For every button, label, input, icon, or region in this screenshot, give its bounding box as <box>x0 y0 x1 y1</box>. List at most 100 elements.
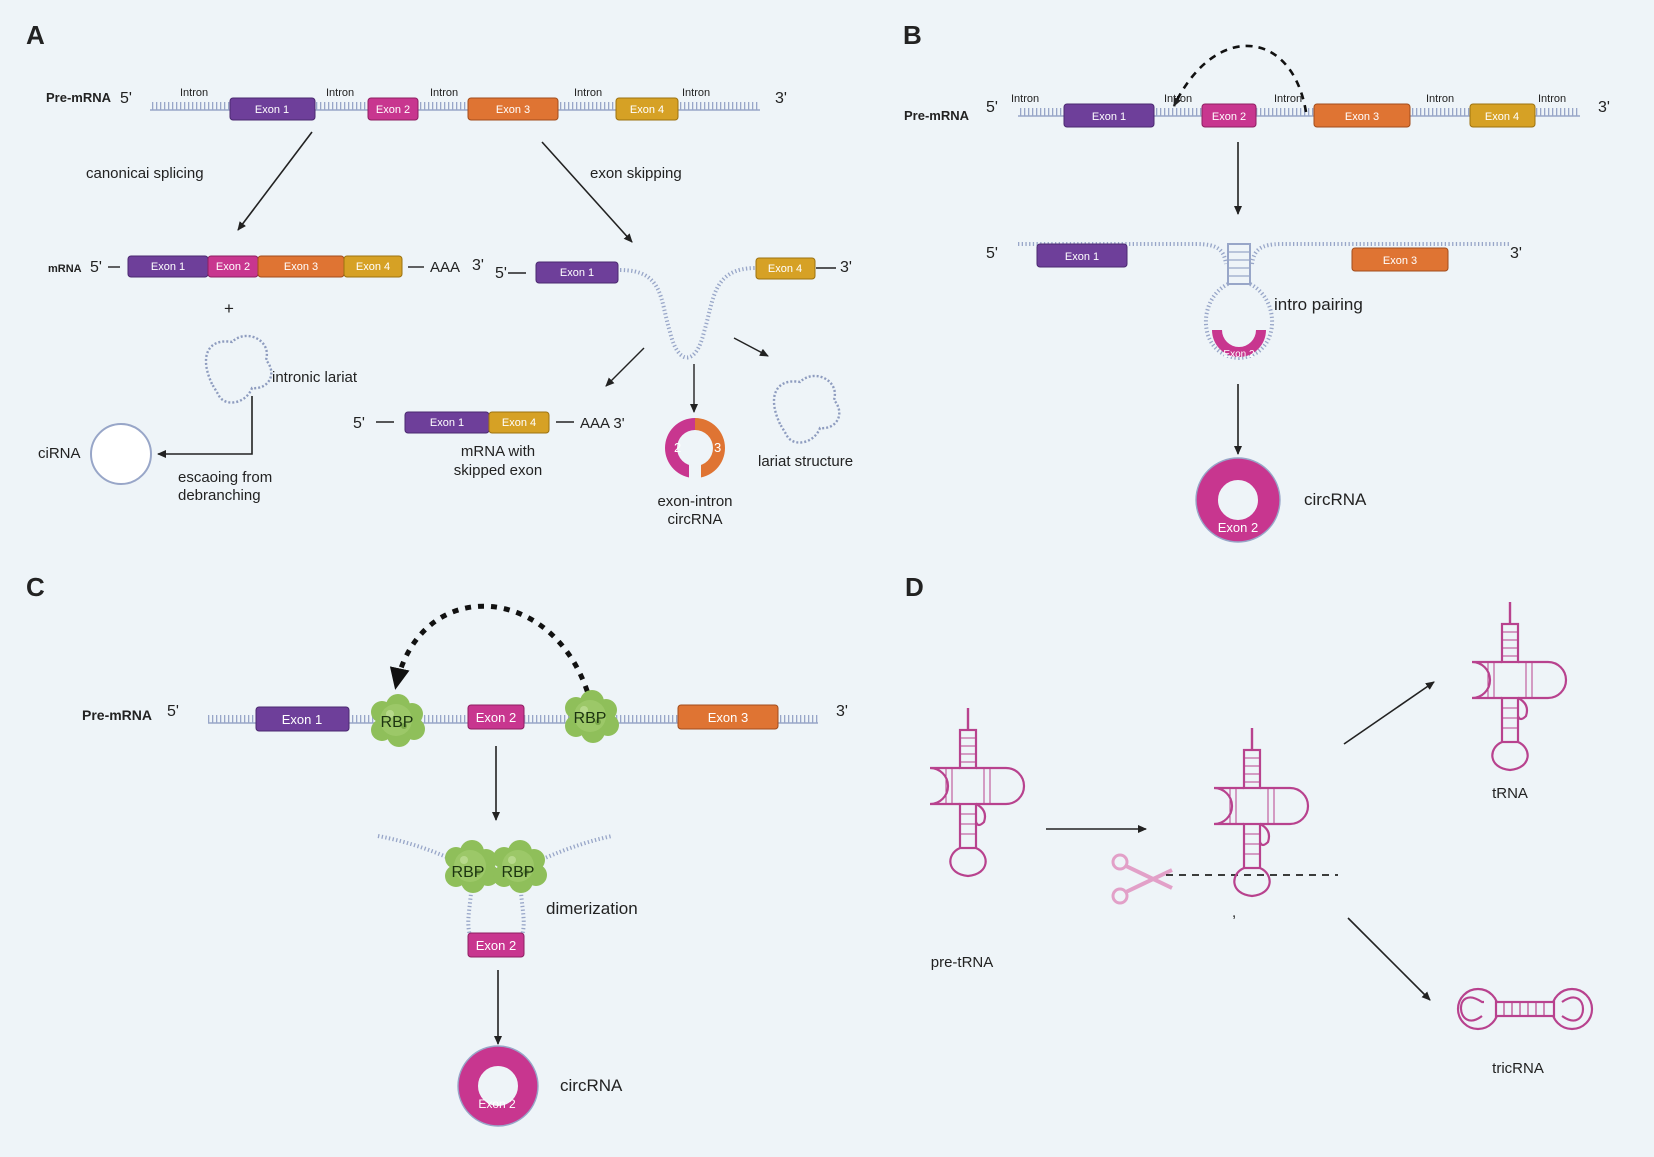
a-skipped-polya: AAA 3' <box>580 415 625 432</box>
panel-d-letter: D <box>905 572 924 602</box>
panel-b: B Pre-mRNA 5' 3' Intron Intron Intron In… <box>903 20 1610 543</box>
c-dashed-arrow <box>389 603 594 705</box>
a-intron-label-3: Intron <box>430 87 458 99</box>
a-canonical-label: canonicai splicing <box>86 165 204 182</box>
a-arrow-canonical <box>237 131 313 231</box>
a-skip-three: 3' <box>840 259 852 276</box>
a-skipped-five: 5' <box>353 415 365 432</box>
a-mrna-exon3: Exon 3 <box>284 261 318 273</box>
c-circrna-exon2: Exon 2 <box>478 1097 516 1111</box>
c-circrna-label: circRNA <box>560 1076 623 1095</box>
a-intron-label-5: Intron <box>682 87 710 99</box>
c-dimerization-label: dimerization <box>546 899 638 918</box>
c-rbp-dimer-right-label: RBP <box>502 864 535 881</box>
b-pre-mrna-label: Pre-mRNA <box>904 108 970 123</box>
a-arrow-to-cirna <box>157 396 253 458</box>
a-eicirc-num-3: 3 <box>714 440 721 455</box>
a-three-prime: 3' <box>775 90 787 107</box>
a-mrna-exon1: Exon 1 <box>151 261 185 273</box>
a-skip-intron-loop <box>619 266 757 360</box>
a-mrna-exon4: Exon 4 <box>356 261 390 273</box>
b-circrna-exon2: Exon 2 <box>1218 520 1258 535</box>
b-mid-exon1: Exon 1 <box>1065 251 1099 263</box>
a-arrow-skipping <box>541 141 633 243</box>
a-exon2-block <box>367 97 419 121</box>
c-dimer-exon2: Exon 2 <box>476 938 516 953</box>
b-intro-pairing-label: intro pairing <box>1274 295 1363 314</box>
a-exon3-label: Exon 3 <box>496 104 530 116</box>
d-cut-trna-shape <box>1212 726 1310 898</box>
b-exon1-label: Exon 1 <box>1092 111 1126 123</box>
a-eicirc-label-2: circRNA <box>668 511 723 528</box>
b-dashed-arrow <box>1172 44 1308 113</box>
b-circrna-ring <box>1196 458 1280 542</box>
b-intron-label-4: Intron <box>1426 93 1454 105</box>
a-plus-sign: + <box>224 299 234 318</box>
a-skipped-label-2: skipped exon <box>454 462 542 479</box>
a-intron-label-2: Intron <box>326 87 354 99</box>
d-trna-shape <box>1470 600 1568 772</box>
c-rbp-left-label: RBP <box>381 714 414 731</box>
c-dimer-loop <box>466 879 526 937</box>
c-exon1-label: Exon 1 <box>282 712 322 727</box>
panel-b-letter: B <box>903 20 922 50</box>
a-pre-mrna-label: Pre-mRNA <box>46 90 112 105</box>
c-rbp-dimer-left-label: RBP <box>452 864 485 881</box>
a-intronic-lariat-shape <box>204 334 273 404</box>
c-pre-mrna-label: Pre-mRNA <box>82 707 152 723</box>
a-intron-label-1: Intron <box>180 87 208 99</box>
a-exon4-label: Exon 4 <box>630 104 664 116</box>
a-lariat-structure-shape <box>772 374 841 444</box>
a-eicirc-exon3-half <box>695 418 725 478</box>
a-skipped-exon1: Exon 1 <box>430 417 464 429</box>
a-eicirc-num-2: 2 <box>674 440 681 455</box>
d-tricrna-label: tricRNA <box>1492 1060 1544 1077</box>
b-exon3-label: Exon 3 <box>1345 111 1379 123</box>
b-pre-mrna-strand <box>1018 108 1580 116</box>
d-pre-trna-shape <box>928 706 1026 878</box>
a-skipped-exon4: Exon 4 <box>502 417 536 429</box>
b-exon4-label: Exon 4 <box>1485 111 1519 123</box>
c-dimer-strand <box>377 834 613 864</box>
b-intron-label-1: Intron <box>1011 93 1039 105</box>
a-mrna-three: 3' <box>472 257 484 274</box>
b-loop <box>1204 282 1274 361</box>
a-skip-exon4: Exon 4 <box>768 263 802 275</box>
a-escaping-line2: debranching <box>178 487 261 504</box>
b-paired-strand <box>1018 242 1510 265</box>
c-five-prime: 5' <box>167 703 179 720</box>
panel-d: D pre-tRNA , tRNA tricRN <box>905 572 1594 1077</box>
a-intron-label-4: Intron <box>574 87 602 99</box>
b-loop-exon2 <box>1212 330 1266 357</box>
b-intron-label-5: Intron <box>1538 93 1566 105</box>
b-intron-label-3: Intron <box>1274 93 1302 105</box>
a-eicirc-exon2-half <box>665 418 695 478</box>
a-exon1-label: Exon 1 <box>255 104 289 116</box>
a-exon2-label: Exon 2 <box>376 104 410 116</box>
a-mrna-polya: AAA <box>430 259 460 276</box>
c-rbp-right-label: RBP <box>574 710 607 727</box>
a-pre-mrna-strand <box>150 102 760 110</box>
a-skip-five: 5' <box>495 265 507 282</box>
c-exon3-label: Exon 3 <box>708 710 748 725</box>
a-cirna-label: ciRNA <box>38 445 81 462</box>
a-exon4-block <box>615 97 679 121</box>
a-skipped-label-1: mRNA with <box>461 443 535 460</box>
a-exon1-block <box>229 97 316 121</box>
c-three-prime: 3' <box>836 703 848 720</box>
a-skip-exon1: Exon 1 <box>560 267 594 279</box>
a-exon3-block <box>467 97 559 121</box>
b-circrna-label: circRNA <box>1304 490 1367 509</box>
b-five-prime: 5' <box>986 99 998 116</box>
d-pre-trna-label: pre-tRNA <box>931 954 994 971</box>
b-mid-exon3: Exon 3 <box>1383 255 1417 267</box>
b-mid-five: 5' <box>986 245 998 262</box>
panel-a: A Pre-mRNA 5' 3' Intron Intron Intron In… <box>26 20 853 528</box>
a-lariat-structure-label: lariat structure <box>758 453 853 470</box>
a-skipping-label: exon skipping <box>590 165 682 182</box>
a-five-prime: 5' <box>120 90 132 107</box>
panel-c: C Pre-mRNA 5' 3' Exon 1 Exon 2 Exon 3 RB… <box>26 572 848 1127</box>
panel-c-letter: C <box>26 572 45 602</box>
c-exon2-label: Exon 2 <box>476 710 516 725</box>
